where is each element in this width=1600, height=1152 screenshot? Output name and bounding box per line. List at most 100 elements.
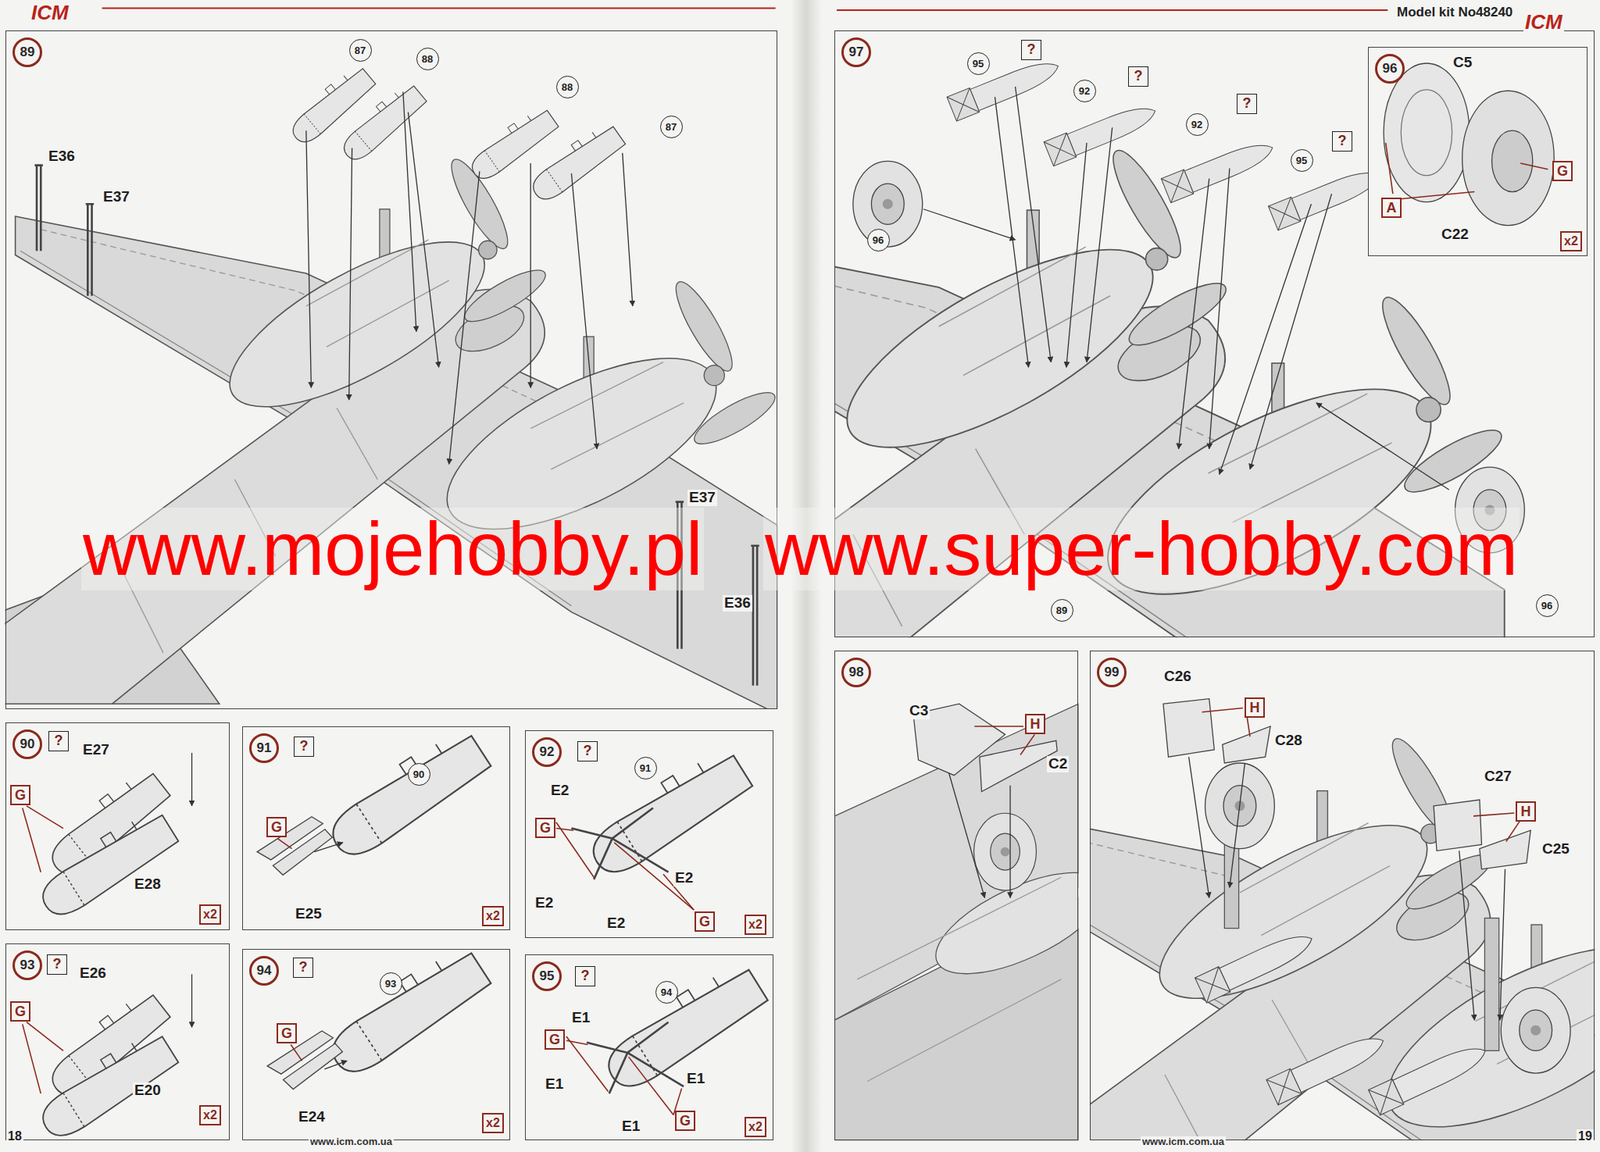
step-number: 96 — [1375, 53, 1405, 84]
logo: ICM — [29, 1, 71, 25]
step-panel: 91? 90Gx2 — [242, 726, 511, 931]
callout-number: 96 — [1535, 594, 1559, 618]
node-text: G — [1557, 162, 1568, 180]
query-box: ? — [1021, 39, 1042, 61]
watermark: www.mojehobby.pl — [81, 507, 704, 591]
quantity-box: x2 — [199, 1105, 222, 1126]
query-box: ? — [292, 957, 314, 979]
part-number: C3 — [907, 703, 930, 720]
node-text: ? — [1027, 40, 1036, 58]
part-number: C22 — [1439, 226, 1471, 243]
paint-code-box: H — [1515, 801, 1536, 822]
query-box: ? — [48, 731, 69, 752]
paint-code-box: G — [535, 817, 556, 839]
header-text: Model kit No48240 — [1395, 5, 1515, 21]
step-panel: 99H H — [1089, 650, 1595, 1141]
query-box: ? — [46, 954, 68, 975]
step-number: 93 — [12, 950, 43, 981]
callout-number: 91 — [634, 757, 658, 780]
footer-url: www.icm.com.ua — [308, 1136, 394, 1148]
callout-number: 90 — [407, 763, 431, 786]
node-text: ? — [1338, 132, 1347, 150]
node-text: 89 — [1056, 600, 1068, 621]
node-text: x2 — [748, 1118, 763, 1136]
part-number: E36 — [722, 595, 753, 612]
logo: ICM — [1523, 10, 1565, 34]
node-text: G — [549, 1031, 561, 1049]
node-text: H — [1030, 715, 1041, 733]
step-panel: 8987888887 — [5, 30, 778, 710]
query-box: ? — [1332, 131, 1353, 152]
node-text: A — [1386, 199, 1397, 217]
node-text: ? — [299, 958, 308, 976]
step-number: 95 — [532, 961, 562, 992]
node-text: H — [1250, 699, 1261, 717]
quantity-box: x2 — [482, 906, 504, 927]
node-text: x2 — [203, 906, 218, 924]
part-number: E20 — [132, 1082, 163, 1100]
step-panel: 92? 91G Gx2 — [525, 730, 774, 939]
node-text: 92 — [1191, 114, 1203, 135]
paint-code-box: H — [1025, 714, 1046, 735]
node-text: G — [281, 1025, 293, 1043]
step-number: 92 — [532, 737, 562, 768]
node-text: ? — [1242, 94, 1252, 112]
callout-number: 96 — [867, 228, 890, 252]
part-number: E1 — [685, 1071, 707, 1088]
paint-code-box: G — [266, 817, 287, 838]
step-panel: 93?Gx2 — [5, 943, 230, 1141]
part-number: C2 — [1046, 756, 1069, 773]
step-number: 91 — [249, 733, 279, 764]
node-text: 87 — [354, 40, 366, 61]
node-text: ? — [53, 955, 62, 973]
watermark: www.super-hobby.com — [763, 507, 1520, 591]
callout-number: 92 — [1073, 79, 1097, 103]
part-number: E1 — [620, 1118, 642, 1136]
node-text: 96 — [872, 230, 884, 250]
node-text: 95 — [1296, 150, 1308, 171]
node-text: x2 — [748, 916, 763, 934]
quantity-box: x2 — [482, 1113, 504, 1134]
page-number: 19 — [1576, 1129, 1594, 1144]
callout-number: 95 — [967, 52, 990, 75]
callout-number: 87 — [660, 115, 683, 139]
node-text: 92 — [1078, 81, 1090, 101]
paint-code-box: G — [544, 1029, 565, 1050]
query-box: ? — [293, 736, 315, 758]
query-box: ? — [577, 741, 598, 762]
part-number: E27 — [81, 742, 111, 759]
callout-number: 94 — [655, 981, 679, 1004]
part-number: C27 — [1482, 768, 1514, 786]
node-text: x2 — [485, 907, 500, 925]
part-number: E37 — [101, 189, 132, 206]
quantity-box: x2 — [199, 904, 222, 925]
step-number: 97 — [841, 37, 872, 68]
paint-code-box: G — [694, 911, 715, 933]
part-number: C28 — [1273, 732, 1304, 750]
part-number: E25 — [293, 906, 324, 923]
quantity-box: x2 — [744, 1117, 767, 1138]
footer-url: www.icm.com.ua — [1140, 1136, 1226, 1148]
node-text: 87 — [665, 117, 677, 137]
node-text: x2 — [1564, 232, 1579, 250]
paint-code-box: G — [675, 1110, 696, 1132]
part-number: E1 — [543, 1076, 565, 1093]
node-text: 95 — [972, 53, 984, 74]
part-number: E2 — [533, 895, 555, 912]
step-number: 99 — [1096, 657, 1127, 688]
page-number: 18 — [6, 1129, 24, 1144]
part-number: C5 — [1451, 54, 1474, 72]
paint-code-box: G — [1552, 160, 1573, 182]
node-text: x2 — [485, 1114, 500, 1133]
query-box: ? — [1236, 93, 1258, 115]
node-text: G — [679, 1112, 691, 1130]
callout-number: 93 — [379, 972, 403, 996]
part-number: E28 — [132, 876, 163, 893]
node-text: 90 — [413, 764, 425, 785]
node-text: x2 — [203, 1107, 218, 1125]
paint-code-box: G — [10, 785, 31, 806]
part-number: E2 — [673, 870, 695, 887]
node-text: 96 — [1541, 596, 1553, 616]
part-number: E1 — [570, 1010, 592, 1027]
node-text: 94 — [660, 982, 672, 1003]
